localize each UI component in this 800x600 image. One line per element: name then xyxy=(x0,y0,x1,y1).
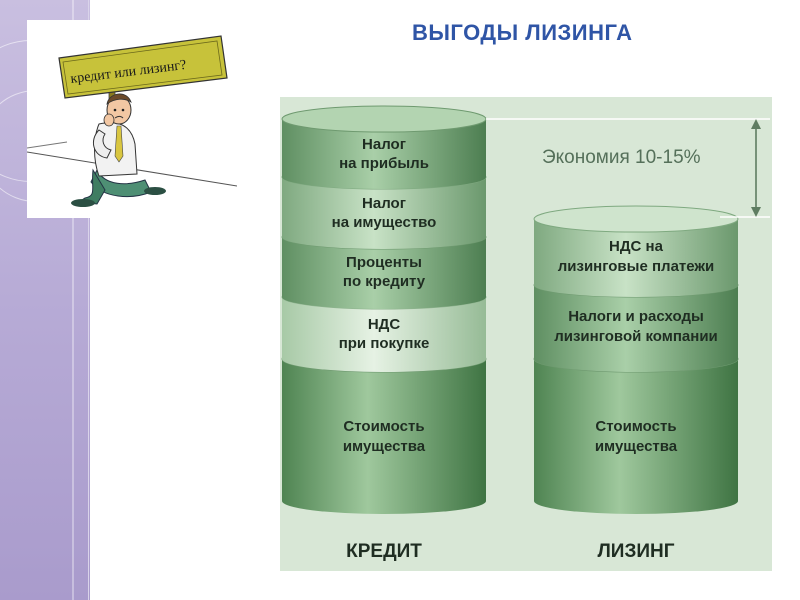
leasing-layer-line2: лизинговой компании xyxy=(554,328,718,345)
credit-layer-line2: по кредиту xyxy=(343,273,426,290)
savings-indicator: Экономия 10-15% xyxy=(486,118,770,218)
credit-layer-line2: на прибыль xyxy=(339,155,429,172)
credit-layer-line2: на имущество xyxy=(332,214,437,231)
credit-vs-leasing-diagram: Стоимость имущества НДС при покупке Проц… xyxy=(280,97,772,571)
leasing-layer-line2: имущества xyxy=(595,438,678,455)
credit-layer-line1: Налог xyxy=(362,195,406,212)
credit-layer-line1: Проценты xyxy=(346,254,422,271)
credit-layer-line1: Стоимость xyxy=(343,418,424,435)
decor-line xyxy=(72,0,74,600)
leasing-layer-line1: Стоимость xyxy=(595,418,676,435)
thinking-man-illustration: кредит или лизинг? xyxy=(26,20,238,218)
credit-label: КРЕДИТ xyxy=(346,541,422,562)
arrow-down-icon xyxy=(751,207,761,217)
leasing-layer-line1: Налоги и расходы xyxy=(568,308,704,325)
credit-layer-profit-tax: Налог на прибыль xyxy=(281,105,487,189)
credit-layer-line1: НДС xyxy=(368,316,401,333)
arrow-up-icon xyxy=(751,119,761,129)
leasing-layer-vat: НДС на лизинговые платежи xyxy=(533,205,739,297)
credit-layer-line2: имущества xyxy=(343,438,426,455)
page-title: ВЫГОДЫ ЛИЗИНГА xyxy=(412,20,633,45)
credit-layer-line2: при покупке xyxy=(339,335,430,352)
leasing-layer-line2: лизинговые платежи xyxy=(558,258,715,275)
savings-label: Экономия 10-15% xyxy=(542,147,701,168)
divider xyxy=(88,0,89,600)
credit-layer-line1: Налог xyxy=(362,136,406,153)
leasing-layer-line1: НДС на xyxy=(609,238,664,255)
leasing-label: ЛИЗИНГ xyxy=(597,541,674,562)
